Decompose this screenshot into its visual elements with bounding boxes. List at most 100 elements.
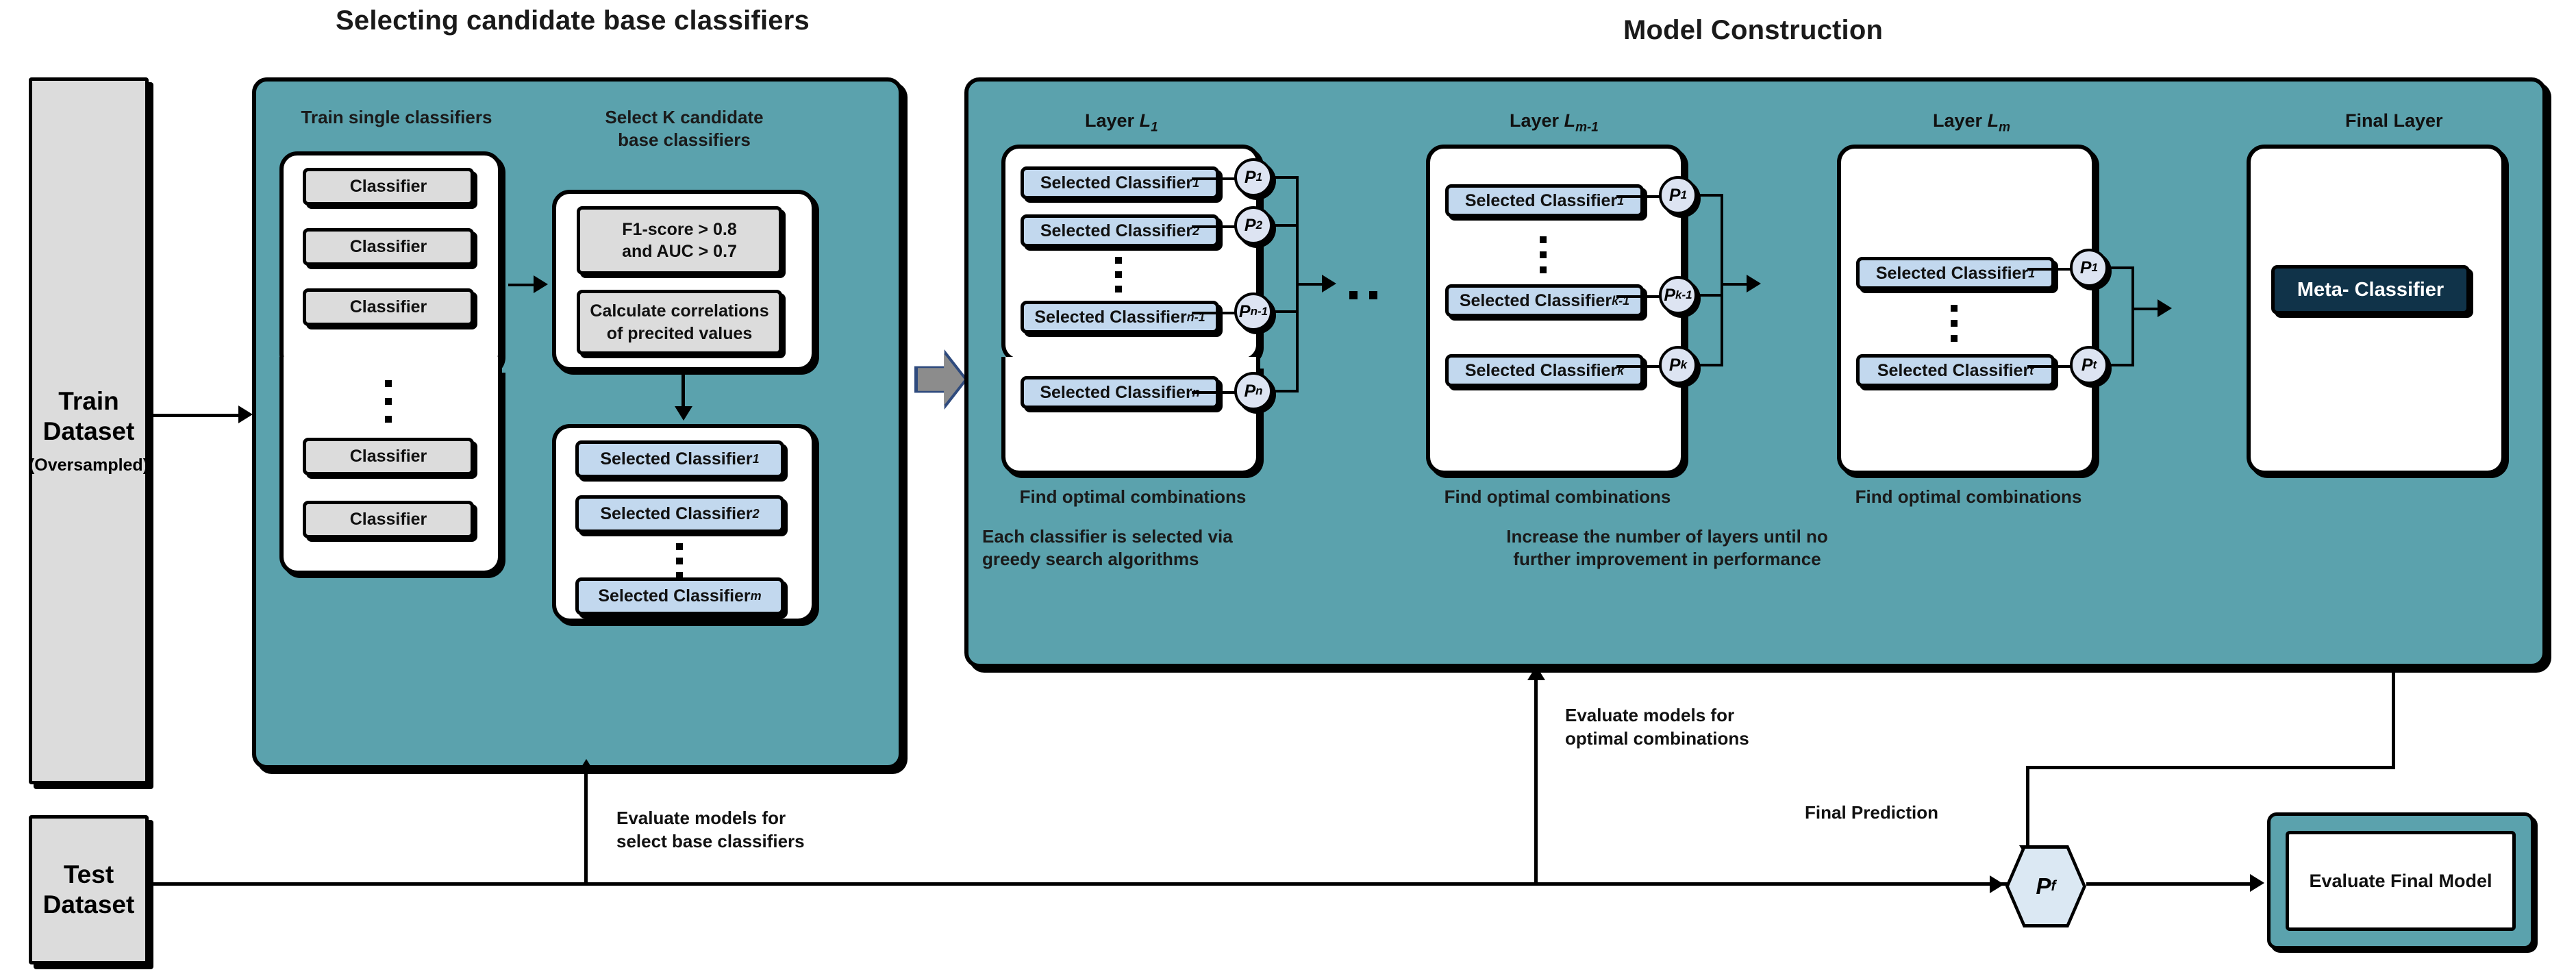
layer-label-symbol: L — [1139, 110, 1151, 131]
caption-train-single-classifiers: Train single classifiers — [301, 107, 492, 127]
probability-subscript: 1 — [1680, 188, 1688, 201]
arrow-l1-to-next-icon — [1322, 275, 1336, 292]
selected-classifier-subscript: 1 — [1192, 175, 1200, 190]
selected-classifier-subscript: t — [2029, 363, 2034, 377]
caption-find-optimal-combinations-lm-1: Find optimal combinations — [1444, 486, 1671, 507]
arrow-right-into-pf-icon — [1990, 875, 2004, 893]
train-dataset-note: (Oversampled) — [28, 456, 149, 475]
train-dataset-block: Train Dataset (Oversampled) — [29, 77, 149, 784]
train-single-classifiers-container-lower: Classifier Classifier — [279, 369, 502, 575]
bus-lm1-pk1 — [1696, 294, 1723, 297]
test-dataset-line1: Test — [63, 860, 114, 889]
probability-label: P — [1238, 301, 1251, 321]
annotation-evaluate-base-classifiers: Evaluate models for select base classifi… — [616, 808, 805, 851]
connector-criteria-to-selected — [681, 372, 685, 410]
bus-lm1-p1 — [1696, 194, 1723, 197]
horizontal-ellipsis-icon — [1349, 291, 1377, 299]
connector-l1-cn-to-pn — [1192, 391, 1238, 394]
classifier-chip: Classifier — [303, 288, 474, 326]
connector-train-to-select — [152, 414, 241, 417]
bus-lm1-out — [1721, 283, 1751, 286]
connector-lm-c1-to-p1 — [2027, 268, 2074, 271]
bus-lm-pt — [2107, 364, 2134, 366]
layer-label-symbol: L — [1564, 110, 1576, 131]
selected-classifier-label: Selected Classifier — [1875, 263, 2029, 283]
big-transition-arrow-icon — [918, 353, 964, 406]
bus-l1-p1 — [1271, 176, 1299, 179]
probability-subscript: 1 — [1255, 171, 1263, 184]
probability-subscript: 2 — [1255, 219, 1263, 232]
bus-lm1-pk — [1696, 364, 1723, 366]
selected-classifier-label: Selected Classifier — [1877, 360, 2030, 380]
layer-label-prefix: Layer — [1085, 110, 1140, 131]
classifier-chip: Classifier — [303, 501, 474, 538]
selected-classifier-label: Selected Classifier — [1034, 307, 1187, 327]
page-title-selecting-candidate-base-classifiers: Selecting candidate base classifiers — [336, 5, 810, 36]
connector-train-to-select-k — [508, 284, 537, 286]
bus-lm-p1 — [2107, 266, 2134, 269]
bus-lm1-vertical — [1721, 194, 1723, 365]
classifier-chip: Classifier — [303, 228, 474, 266]
note-increase-layers: Increase the number of layers until no f… — [1506, 526, 1828, 570]
vertical-ellipsis-icon — [1540, 236, 1547, 273]
probability-label: P — [1244, 215, 1256, 235]
layer-label-prefix: Layer — [1510, 110, 1564, 131]
bus-l1-out — [1296, 283, 1326, 286]
selected-classifier-subscript: m — [750, 589, 762, 603]
arrow-lm-to-meta-icon — [2158, 299, 2172, 317]
meta-classifier-box: Meta- Classifier — [2271, 265, 2470, 314]
connector-l1-cn1-to-pn1 — [1192, 312, 1238, 314]
pf-label: P — [2036, 873, 2051, 899]
connector-lm1-c1-to-p1 — [1616, 195, 1663, 198]
selected-classifier-label: Selected Classifier — [600, 449, 753, 469]
arrow-to-select-k-icon — [534, 275, 548, 293]
selected-classifier-label: Selected Classifier — [1040, 382, 1192, 402]
final-layer-container: Meta- Classifier — [2247, 145, 2505, 475]
arrow-train-to-select-icon — [238, 406, 253, 423]
selected-classifier-subscript: 1 — [2028, 266, 2036, 280]
classifier-chip: Classifier — [303, 168, 474, 205]
train-dataset-line1: Train — [58, 386, 119, 415]
evaluate-final-model-label: Evaluate Final Model — [2286, 831, 2516, 931]
connector-lm-ct-to-pt — [2027, 365, 2074, 368]
layer-label-subscript: m-1 — [1575, 120, 1599, 135]
probability-label: P — [1244, 381, 1256, 401]
annotation-evaluate-optimal-combinations: Evaluate models for optimal combinations — [1565, 705, 1749, 749]
selecting-candidate-panel: Train single classifiers Select K candid… — [252, 77, 903, 769]
layer-label-subscript: m — [1999, 120, 2010, 135]
train-dataset-line2: Dataset — [42, 416, 135, 445]
bus-lm-vertical — [2131, 266, 2134, 366]
selected-classifier-label: Selected Classifier — [1040, 173, 1193, 192]
connector-lm1-ck-to-pk — [1616, 365, 1663, 368]
probability-subscript: t — [2092, 358, 2097, 371]
selected-classifier-label: Selected Classifier — [1464, 190, 1618, 210]
probability-subscript: k-1 — [1675, 288, 1692, 301]
classifier-chip: Classifier — [303, 438, 474, 475]
probability-label: P — [1668, 185, 1681, 205]
probability-label: P — [1668, 355, 1681, 375]
bus-lm-out — [2131, 308, 2162, 310]
probability-label: P — [2079, 258, 2092, 277]
arrow-up-eval-base-icon — [577, 759, 595, 773]
selected-classifier-subscript: k — [1617, 363, 1625, 377]
test-dataset-line2: Dataset — [42, 890, 135, 919]
note-greedy-search: Each classifier is selected via greedy s… — [982, 526, 1233, 570]
annotation-final-prediction: Final Prediction — [1805, 802, 1939, 823]
test-dataset-bus — [149, 882, 2016, 886]
